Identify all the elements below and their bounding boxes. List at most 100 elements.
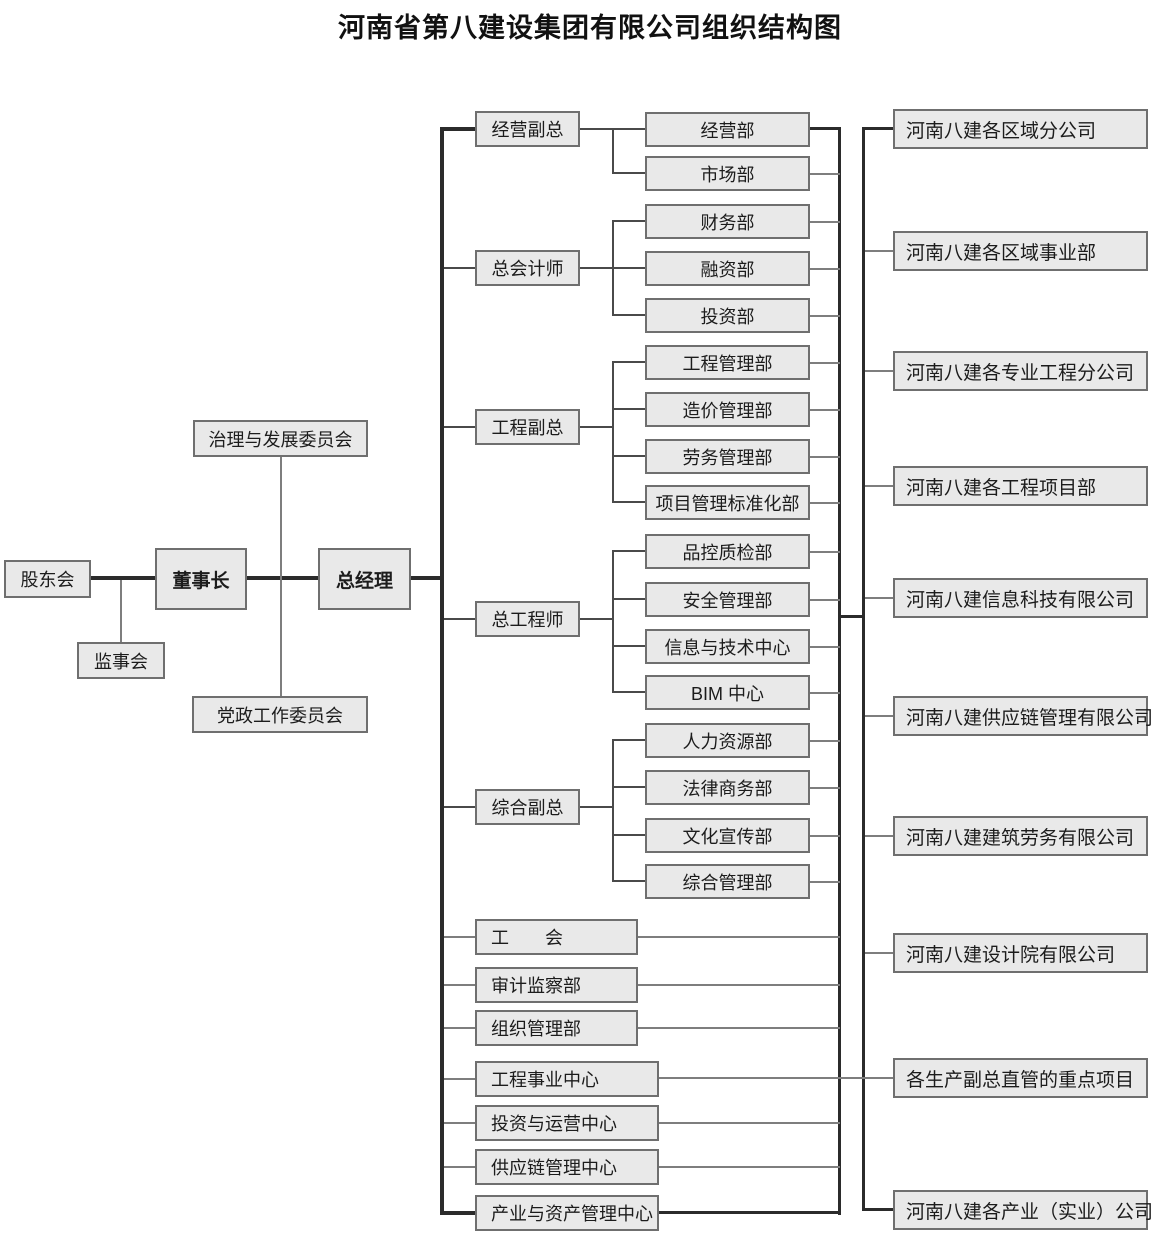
node-shareholders: 股东会 bbox=[4, 560, 91, 598]
connector-line bbox=[444, 936, 475, 938]
connector-line bbox=[444, 618, 475, 620]
connector-line bbox=[612, 220, 645, 222]
node-direct-unit: 供应链管理中心 bbox=[475, 1149, 659, 1185]
node-chairman: 董事长 bbox=[155, 548, 247, 610]
node-department: 安全管理部 bbox=[645, 582, 810, 617]
node-subsidiary: 河南八建设计院有限公司 bbox=[893, 933, 1148, 973]
connector-line bbox=[810, 740, 840, 742]
node-subsidiary: 河南八建信息科技有限公司 bbox=[893, 578, 1148, 618]
connector-line bbox=[838, 615, 865, 618]
connector-line bbox=[810, 268, 840, 270]
connector-line bbox=[444, 1078, 475, 1080]
connector-line bbox=[444, 806, 475, 808]
connector-line bbox=[612, 786, 645, 788]
connector-line bbox=[865, 715, 893, 717]
node-department: 市场部 bbox=[645, 156, 810, 191]
node-direct-unit: 产业与资产管理中心 bbox=[475, 1195, 659, 1231]
node-executive: 总会计师 bbox=[475, 250, 580, 286]
connector-line bbox=[580, 618, 614, 620]
connector-line bbox=[440, 127, 444, 1215]
node-department: 信息与技术中心 bbox=[645, 629, 810, 664]
connector-line bbox=[810, 315, 840, 317]
connector-line bbox=[810, 787, 840, 789]
connector-line bbox=[810, 881, 840, 883]
connector-line bbox=[580, 267, 614, 269]
connector-line bbox=[638, 936, 840, 938]
connector-line bbox=[440, 127, 475, 131]
connector-line bbox=[120, 580, 122, 642]
connector-line bbox=[612, 408, 645, 410]
connector-line bbox=[659, 1122, 840, 1124]
connector-line bbox=[865, 952, 893, 954]
connector-line bbox=[865, 835, 893, 837]
node-subsidiary: 河南八建供应链管理有限公司 bbox=[893, 696, 1152, 736]
connector-line bbox=[612, 739, 645, 741]
connector-line bbox=[612, 645, 645, 647]
connector-line bbox=[444, 984, 475, 986]
node-subsidiary: 河南八建各专业工程分公司 bbox=[893, 351, 1148, 391]
node-executive: 综合副总 bbox=[475, 789, 580, 825]
connector-line bbox=[444, 1122, 475, 1124]
connector-line bbox=[810, 502, 840, 504]
connector-line bbox=[612, 267, 645, 269]
node-subsidiary: 河南八建建筑劳务有限公司 bbox=[893, 816, 1148, 856]
node-department: 经营部 bbox=[645, 112, 810, 147]
connector-line bbox=[810, 221, 840, 223]
node-subsidiary: 河南八建各工程项目部 bbox=[893, 466, 1148, 506]
connector-line bbox=[280, 457, 282, 696]
node-department: 投资部 bbox=[645, 298, 810, 333]
connector-line bbox=[580, 806, 614, 808]
node-direct-unit: 投资与运营中心 bbox=[475, 1105, 659, 1141]
connector-line bbox=[612, 834, 645, 836]
node-direct-unit: 审计监察部 bbox=[475, 967, 638, 1003]
connector-line bbox=[411, 576, 444, 580]
connector-line bbox=[638, 1027, 840, 1029]
connector-line bbox=[612, 501, 645, 503]
connector-line bbox=[862, 127, 893, 130]
connector-line bbox=[810, 646, 840, 648]
node-department: 文化宣传部 bbox=[645, 818, 810, 853]
node-department: 人力资源部 bbox=[645, 723, 810, 758]
connector-line bbox=[612, 550, 645, 552]
connector-line bbox=[91, 576, 155, 580]
connector-line bbox=[612, 880, 645, 882]
connector-line bbox=[865, 597, 893, 599]
connector-line bbox=[612, 362, 614, 503]
connector-line bbox=[444, 426, 475, 428]
node-department: 财务部 bbox=[645, 204, 810, 239]
node-subsidiary: 河南八建各区域事业部 bbox=[893, 231, 1148, 271]
connector-line bbox=[612, 691, 645, 693]
connector-line bbox=[444, 267, 475, 269]
connector-line bbox=[865, 485, 893, 487]
connector-line bbox=[638, 984, 840, 986]
node-direct-unit: 工 会 bbox=[475, 919, 638, 955]
connector-line bbox=[810, 456, 840, 458]
node-department: 融资部 bbox=[645, 251, 810, 286]
connector-line bbox=[865, 370, 893, 372]
node-department: 工程管理部 bbox=[645, 345, 810, 380]
connector-line bbox=[444, 1027, 475, 1029]
node-department: BIM 中心 bbox=[645, 675, 810, 710]
connector-line bbox=[810, 127, 841, 130]
connector-line bbox=[612, 598, 645, 600]
connector-line bbox=[247, 576, 318, 580]
connector-line bbox=[612, 361, 645, 363]
connector-line bbox=[444, 1166, 475, 1168]
node-department: 劳务管理部 bbox=[645, 439, 810, 474]
chart-title: 河南省第八建设集团有限公司组织结构图 bbox=[338, 13, 842, 43]
connector-line bbox=[810, 599, 840, 601]
node-executive: 总工程师 bbox=[475, 601, 580, 637]
node-party-committee: 党政工作委员会 bbox=[192, 696, 368, 733]
connector-line bbox=[810, 173, 840, 175]
node-supervisory-board: 监事会 bbox=[77, 642, 165, 679]
connector-line bbox=[659, 1166, 840, 1168]
node-subsidiary: 河南八建各产业（实业）公司 bbox=[893, 1190, 1152, 1230]
connector-line bbox=[862, 1208, 893, 1211]
node-department: 综合管理部 bbox=[645, 864, 810, 899]
node-general-manager: 总经理 bbox=[318, 548, 411, 610]
connector-line bbox=[659, 1211, 841, 1214]
node-department: 造价管理部 bbox=[645, 392, 810, 427]
connector-line bbox=[838, 127, 841, 1215]
connector-line bbox=[612, 551, 614, 693]
connector-line bbox=[865, 250, 893, 252]
